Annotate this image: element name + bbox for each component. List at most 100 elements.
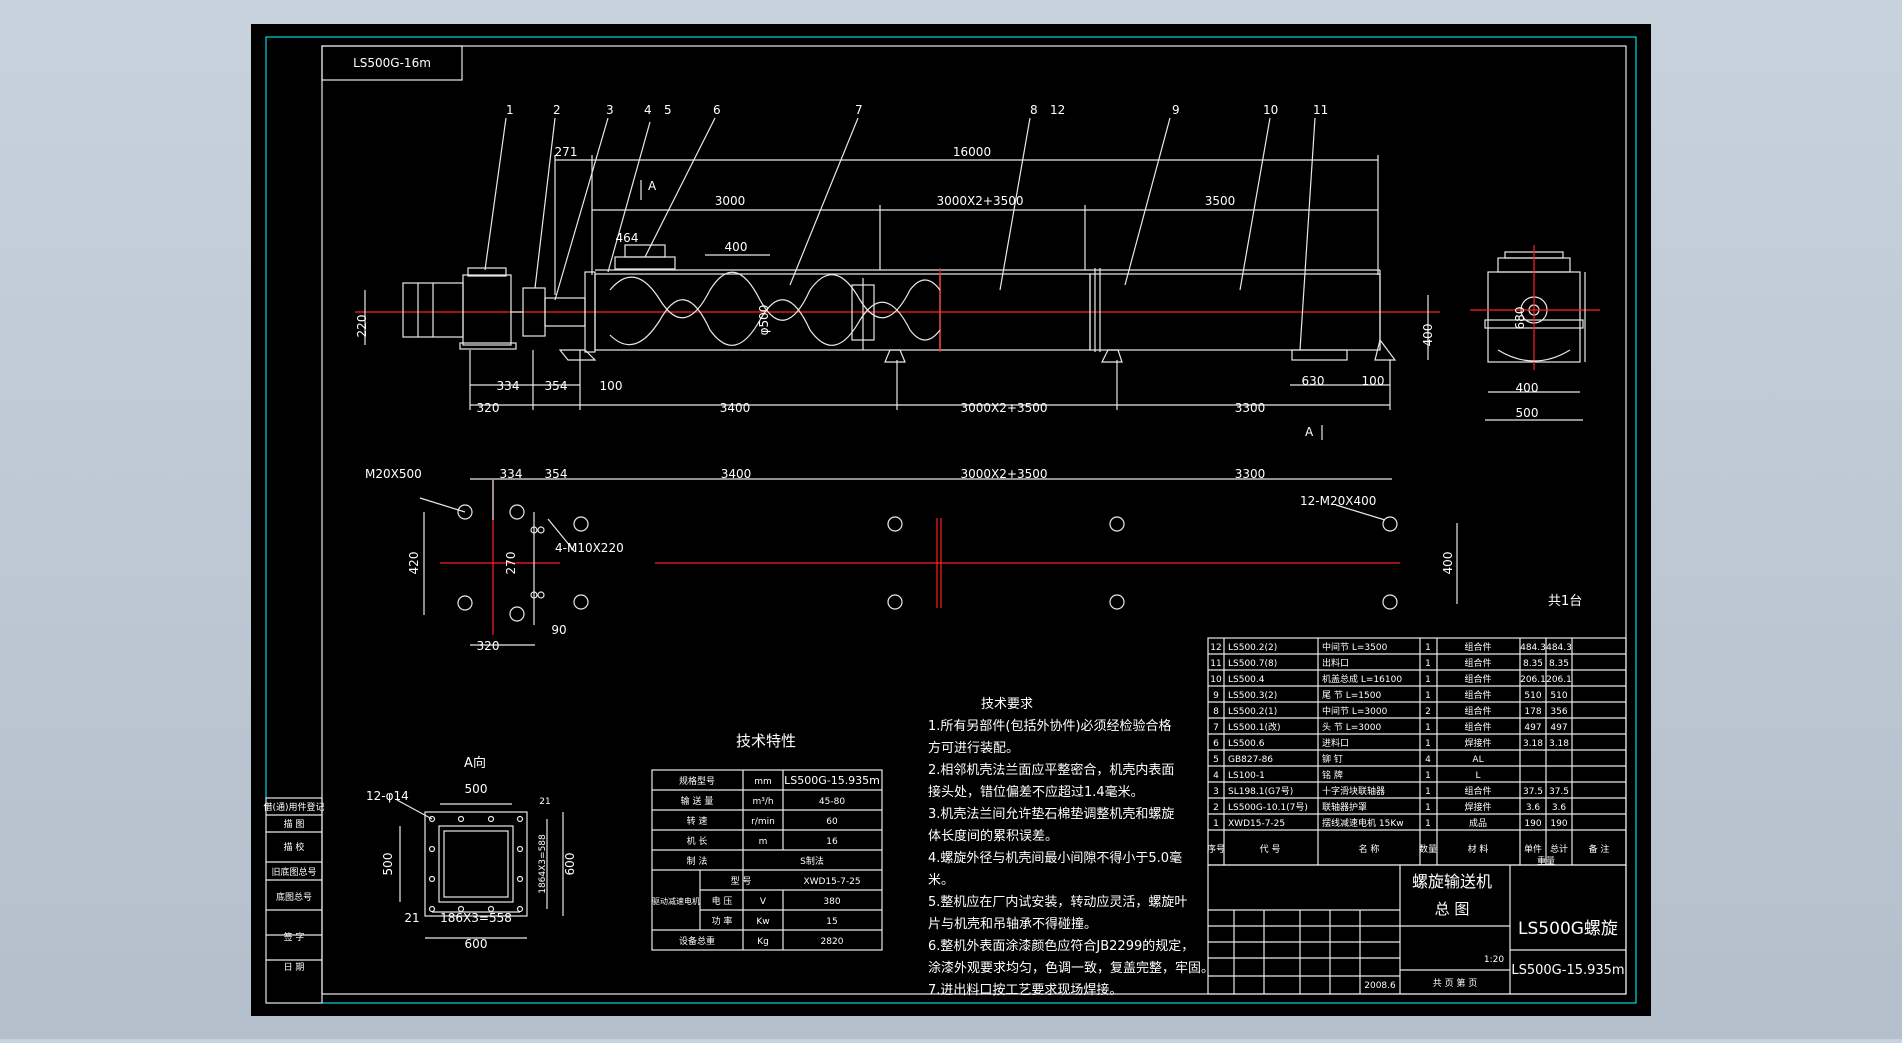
tc-r2-value: 60 — [826, 817, 838, 827]
bom-row-6-col-2: 进料口 — [1322, 737, 1349, 749]
title-sheets: 共 页 第 页 — [1433, 977, 1478, 989]
title-name-1: 螺旋输送机 — [1412, 872, 1492, 891]
bom-row-6-col-5: 3.18 — [1523, 739, 1543, 749]
side-row-3: 旧底图总号 — [271, 866, 316, 878]
bom-row-10-col-2: 联轴器护罩 — [1322, 801, 1367, 813]
bom-row-4-col-6: 356 — [1550, 707, 1567, 717]
bom-row-5-col-0: 7 — [1213, 723, 1219, 733]
bom-header-6: 总计 — [1550, 843, 1568, 855]
tc-r2-label: 转 速 — [687, 815, 708, 827]
bom-row-0-col-1: LS500.2(2) — [1228, 643, 1277, 653]
dim-400-right: 400 — [1421, 324, 1435, 347]
tc-r5-value: XWD15-7-25 — [803, 877, 860, 887]
tc-r1-unit: m³/h — [752, 797, 773, 807]
bolt-12-m20x400: 12-M20X400 — [1300, 494, 1376, 508]
bom-row-8-col-3: 1 — [1425, 771, 1431, 781]
dim-100-a: 100 — [600, 379, 623, 393]
bom-row-4-col-0: 8 — [1213, 707, 1219, 717]
bom-row-3-col-1: LS500.3(2) — [1228, 691, 1277, 701]
tc-motor-label: 驱动减速电机 — [652, 896, 700, 906]
bom-row-11-col-4: 成品 — [1469, 817, 1487, 829]
bom-row-0-col-0: 12 — [1210, 643, 1221, 653]
dim-phi500: φ500 — [757, 305, 771, 336]
bom-row-5-col-5: 497 — [1524, 723, 1541, 733]
bom-row-9-col-3: 1 — [1425, 787, 1431, 797]
dim-464: 464 — [616, 231, 639, 245]
tc-r6-label: 电 压 — [712, 895, 733, 907]
part-no-12: 12 — [1050, 103, 1065, 117]
bom-row-6-col-3: 1 — [1425, 739, 1431, 749]
tc-r1-label: 输 送 量 — [681, 795, 714, 807]
arrow-a-top: A — [648, 179, 657, 193]
bom-row-2-col-0: 10 — [1210, 675, 1222, 685]
tech-req-line-8: 5.整机应在厂内试安装，转动应灵活，螺旋叶 — [928, 894, 1187, 910]
dim-3400-a: 3400 — [720, 401, 751, 415]
tc-r8-unit: Kg — [757, 937, 769, 947]
bom-row-6-col-0: 6 — [1213, 739, 1219, 749]
bom-row-9-col-4: 组合件 — [1464, 785, 1491, 797]
tc-r8-value: 2820 — [821, 937, 844, 947]
end-view — [1470, 245, 1600, 421]
tc-r2-unit: r/min — [751, 817, 775, 827]
side-row-0: 借(通)用件登记 — [263, 801, 324, 813]
dim-400-top: 400 — [725, 240, 748, 254]
side-table: 借(通)用件登记 描 图 描 校 旧底图总号 底图总号 签 字 日 期 — [263, 797, 325, 1004]
bom-row-2-col-4: 组合件 — [1464, 673, 1491, 685]
drawing-sheet — [251, 24, 1651, 1016]
title-date: 2008.6 — [1364, 981, 1396, 991]
bom-row-4-col-2: 中间节 L=3000 — [1322, 705, 1388, 717]
a-view-i4x588: 1864X3=588 — [538, 834, 548, 894]
title-scale: 1:20 — [1484, 955, 1504, 965]
bom-row-6-col-4: 焊接件 — [1464, 737, 1491, 749]
part-no-5: 5 — [664, 103, 672, 117]
foundation-bolts — [457, 504, 1398, 622]
dim-220: 220 — [355, 315, 369, 338]
bom-row-11-col-6: 190 — [1550, 819, 1567, 829]
bolt-4-m10x220: 4-M10X220 — [555, 541, 624, 555]
bom-header-5: 单件 — [1524, 843, 1542, 855]
bom-row-3-col-0: 9 — [1213, 691, 1219, 701]
tc-r7-label: 功 率 — [712, 915, 733, 927]
outer-frame — [265, 36, 1637, 1004]
bom-row-11-col-0: 1 — [1213, 819, 1219, 829]
tc-r4-label: 制 法 — [687, 855, 708, 867]
dim-334-a: 334 — [497, 379, 520, 393]
tc-r0-value: LS500G-15.935m — [784, 774, 880, 787]
bom-row-2-col-6: 206.1 — [1546, 675, 1572, 685]
stamp-text: LS500G-16m — [353, 56, 431, 70]
fnd-dim-90: 90 — [551, 623, 566, 637]
bom-row-2-col-2: 机盖总成 L=16100 — [1322, 673, 1402, 685]
tc-r3-label: 机 长 — [687, 835, 708, 847]
a-view-500w: 500 — [465, 782, 488, 796]
side-row-6: 日 期 — [284, 962, 305, 973]
bom-row-1-col-1: LS500.7(8) — [1228, 659, 1277, 669]
tech-req-line-9: 片与机壳和吊轴承不得碰撞。 — [928, 916, 1097, 932]
fnd-dim-420: 420 — [407, 552, 421, 575]
dim-3500: 3500 — [1205, 194, 1236, 208]
fnd-dim-3300: 3300 — [1235, 467, 1266, 481]
bom-row-0-col-4: 组合件 — [1464, 641, 1491, 653]
bom-weight-label: 重量 — [1537, 855, 1555, 867]
part-no-4: 4 — [644, 103, 652, 117]
bom-row-4-col-5: 178 — [1524, 707, 1541, 717]
tech-req-line-7: 米。 — [928, 873, 954, 888]
bolt-m20x500: M20X500 — [365, 467, 422, 481]
bom-row-2-col-1: LS500.4 — [1228, 675, 1265, 685]
bom-row-6-col-1: LS500.6 — [1228, 739, 1265, 749]
bom-header-7: 备 注 — [1589, 843, 1610, 855]
part-no-3: 3 — [606, 103, 614, 117]
a-view-21: 21 — [404, 911, 419, 925]
bom-row-10-col-0: 2 — [1213, 803, 1219, 813]
a-view-flange — [396, 799, 564, 939]
bom-row-10-col-5: 3.6 — [1526, 803, 1541, 813]
bom-row-1-col-2: 出料口 — [1322, 657, 1349, 669]
bom-row-3-col-2: 尾 节 L=1500 — [1322, 690, 1381, 701]
tc-r5-label: 型 号 — [731, 876, 752, 887]
bom-row-2-col-3: 1 — [1425, 675, 1431, 685]
inner-frame — [321, 45, 1627, 995]
bom-row-1-col-0: 11 — [1210, 659, 1221, 669]
title-name-2: 总 图 — [1435, 900, 1470, 918]
part-no-9: 9 — [1172, 103, 1180, 117]
